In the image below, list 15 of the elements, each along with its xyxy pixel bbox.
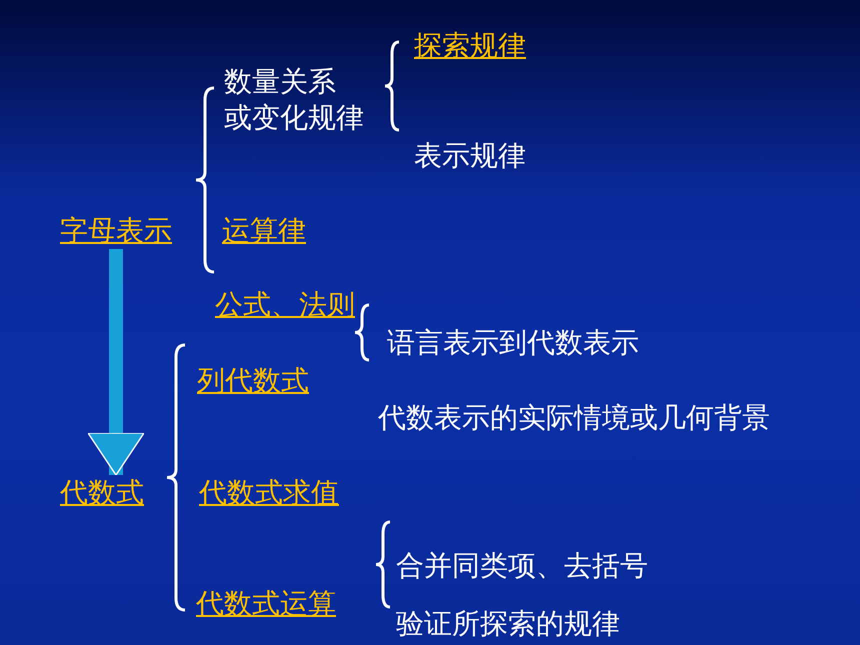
link-text: 代数式 (60, 475, 144, 511)
link-text: 列代数式 (197, 363, 309, 399)
link-text: 字母表示 (60, 213, 172, 249)
link-text: 代数式运算 (196, 586, 336, 622)
category-text: 语言表示到代数表示 (387, 325, 639, 361)
link-text: 公式、法则 (215, 287, 355, 323)
arrow (87, 249, 145, 476)
category-text: 代数表示的实际情境或几何背景 (378, 400, 770, 436)
category-text: 表示规律 (414, 138, 526, 174)
category-text: 合并同类项、去括号 (396, 548, 648, 584)
link-text: 运算律 (222, 213, 306, 249)
link-text: 代数式求值 (199, 475, 339, 511)
link-text: 探索规律 (414, 28, 526, 64)
category-text: 验证所探索的规律 (396, 606, 620, 642)
category-text: 数量关系或变化规律 (224, 64, 365, 136)
